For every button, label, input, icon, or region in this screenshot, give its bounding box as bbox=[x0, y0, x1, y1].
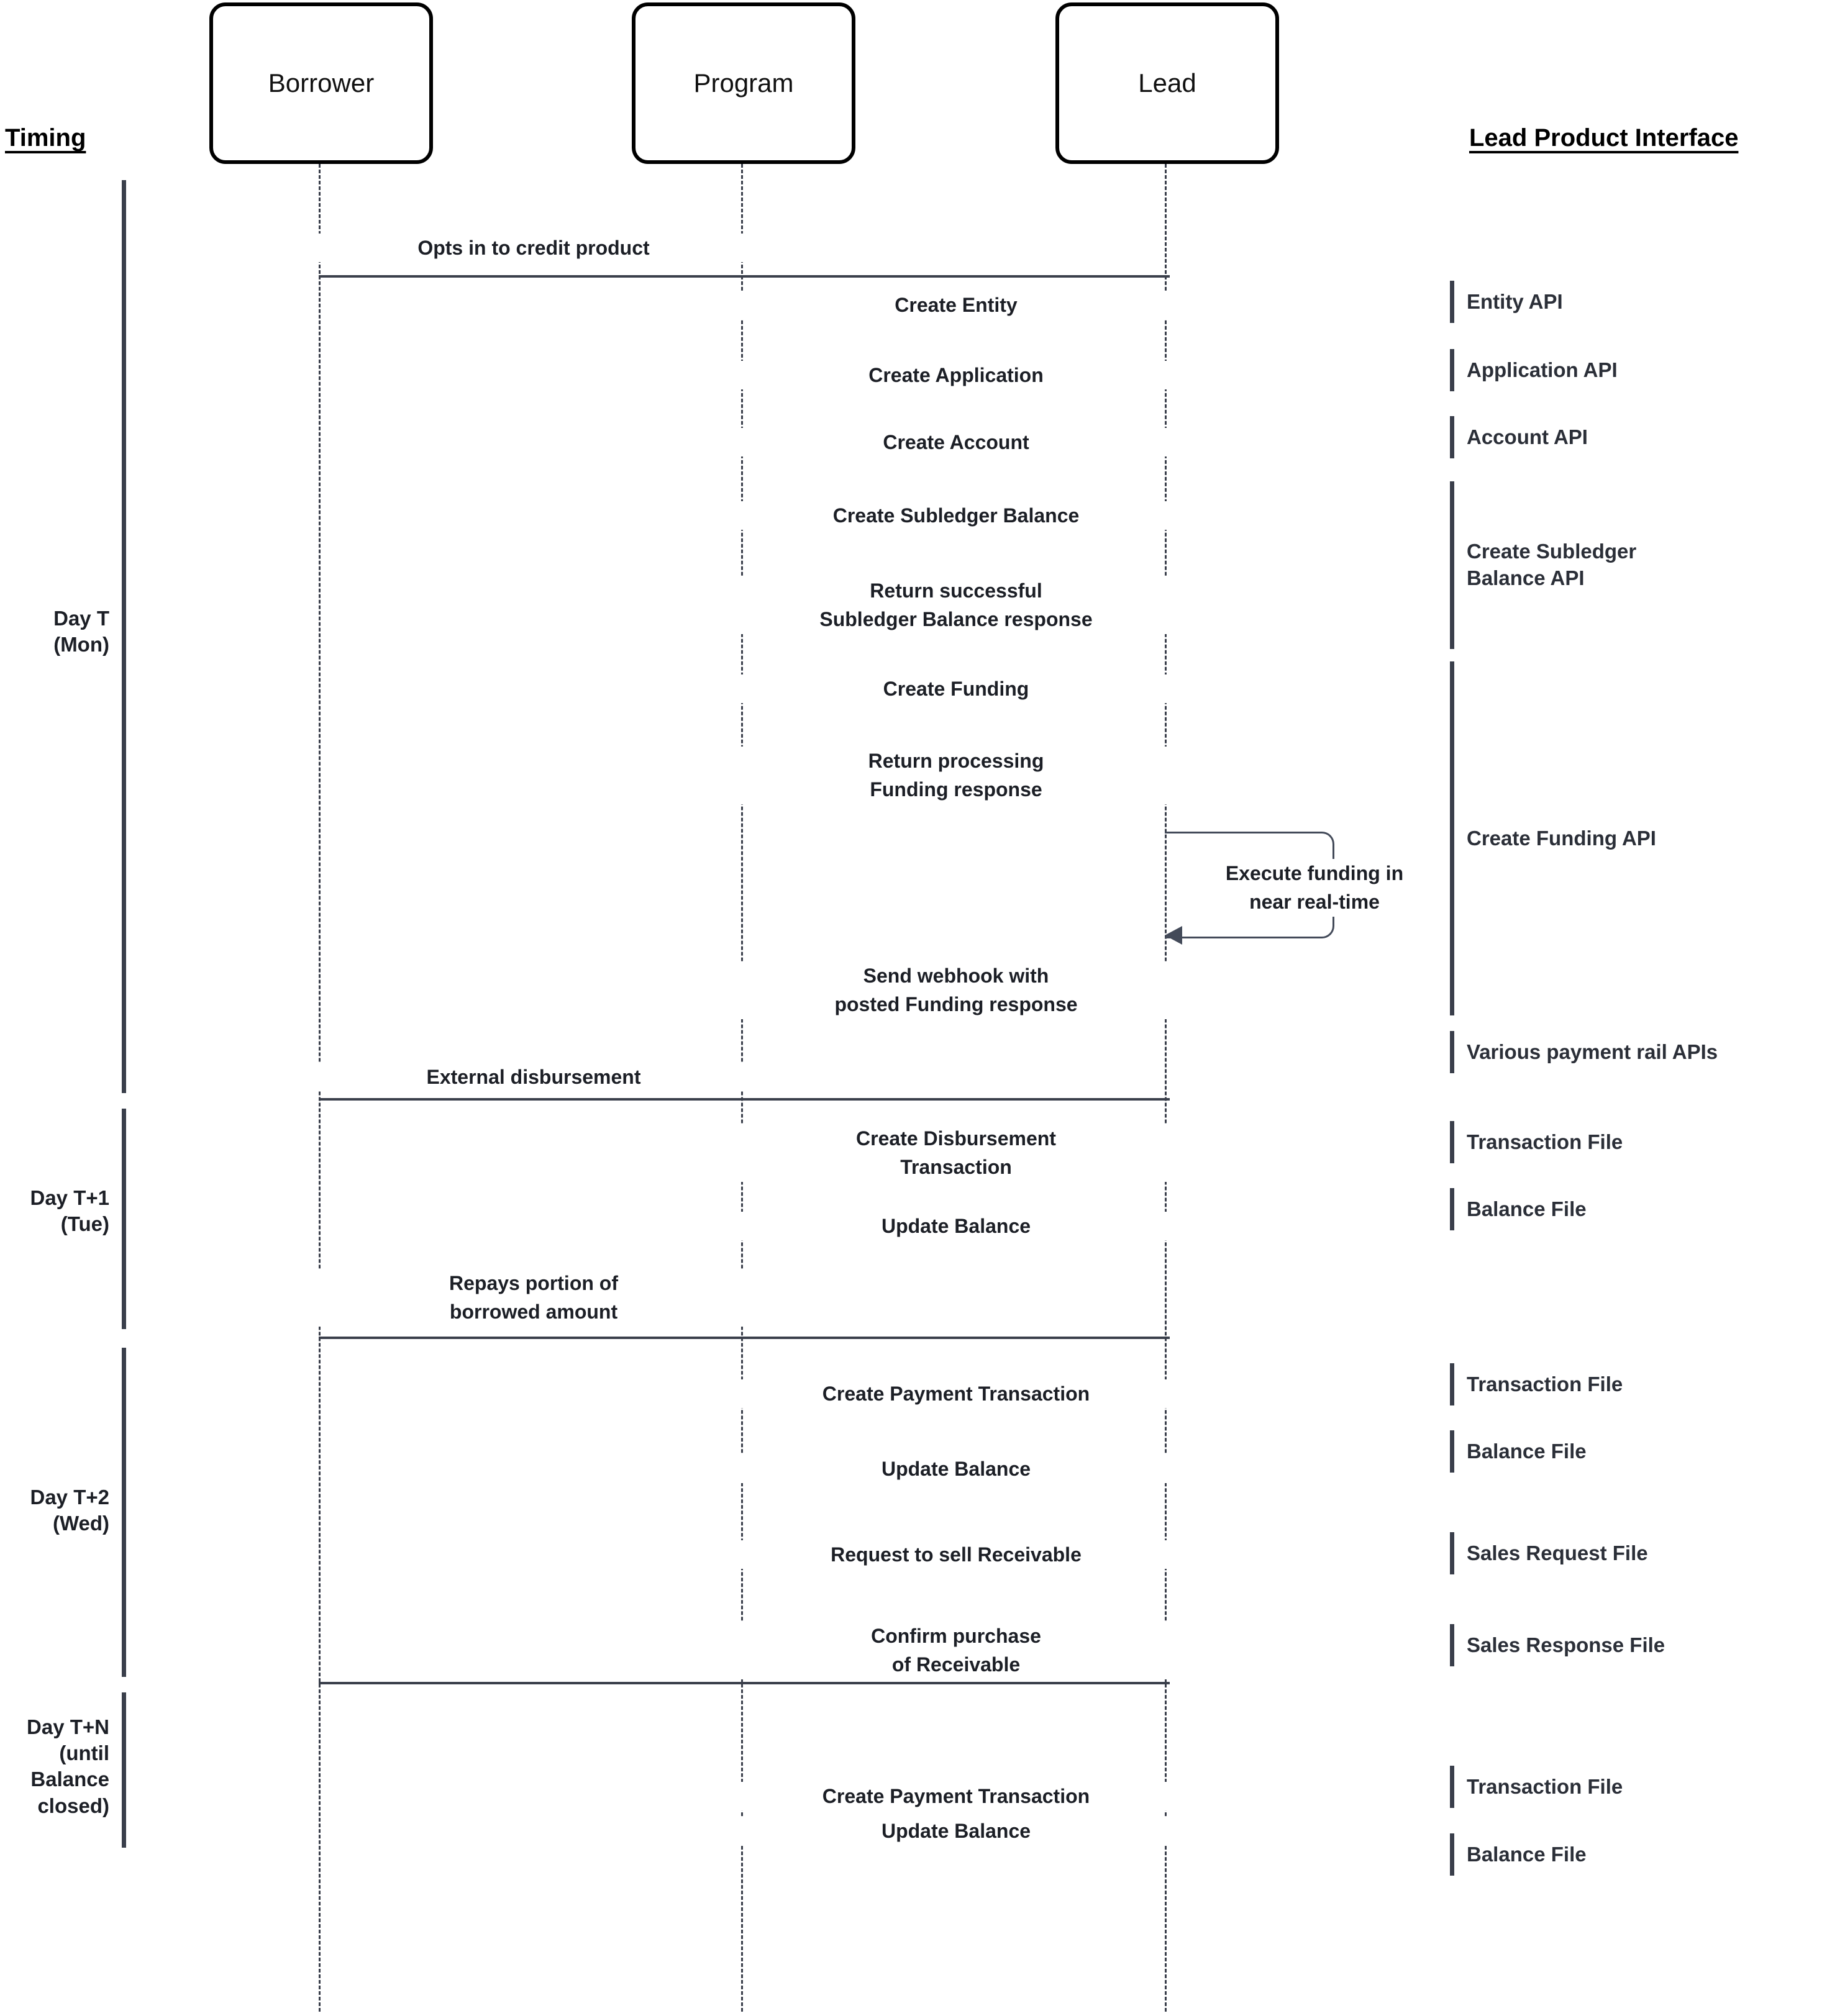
section-separator-3 bbox=[319, 1337, 1170, 1339]
interface-note-account-api: Account API bbox=[1450, 416, 1588, 458]
phase-bar-day-t2 bbox=[122, 1348, 126, 1677]
actor-box-borrower[interactable]: Borrower bbox=[209, 2, 433, 164]
actor-label-lead: Lead bbox=[1138, 68, 1196, 98]
interface-bar-icon bbox=[1450, 1188, 1454, 1230]
section-separator-1 bbox=[319, 275, 1170, 278]
interface-bar-icon bbox=[1450, 661, 1454, 1015]
interface-note-application-api: Application API bbox=[1450, 349, 1618, 391]
interface-note-create-funding-api: Create Funding API bbox=[1450, 661, 1656, 1015]
interface-note-transaction-file-2: Transaction File bbox=[1450, 1363, 1623, 1405]
interface-bar-icon bbox=[1450, 1031, 1454, 1073]
actor-box-lead[interactable]: Lead bbox=[1055, 2, 1279, 164]
timing-column-header: Timing bbox=[5, 124, 86, 152]
arrowhead-left-icon bbox=[1165, 926, 1182, 945]
interface-note-transaction-file-3: Transaction File bbox=[1450, 1766, 1623, 1808]
interface-bar-icon bbox=[1450, 1363, 1454, 1405]
interface-note-various-payment-rail-apis: Various payment rail APIs bbox=[1450, 1031, 1718, 1073]
interface-note-sales-response-file: Sales Response File bbox=[1450, 1624, 1665, 1666]
lead-product-interface-column-header: Lead Product Interface bbox=[1469, 124, 1739, 152]
interface-bar-icon bbox=[1450, 1766, 1454, 1808]
interface-bar-icon bbox=[1450, 416, 1454, 458]
interface-note-balance-file-3: Balance File bbox=[1450, 1833, 1587, 1876]
phase-bar-day-t bbox=[122, 180, 126, 1093]
phase-bar-day-t1 bbox=[122, 1109, 126, 1329]
interface-note-balance-file-2: Balance File bbox=[1450, 1430, 1587, 1473]
actor-box-program[interactable]: Program bbox=[632, 2, 855, 164]
phase-label-day-t: Day T (Mon) bbox=[53, 607, 109, 656]
actor-label-program: Program bbox=[693, 68, 794, 98]
interface-bar-icon bbox=[1450, 349, 1454, 391]
interface-note-sales-request-file: Sales Request File bbox=[1450, 1532, 1648, 1574]
interface-bar-icon bbox=[1450, 281, 1454, 323]
interface-bar-icon bbox=[1450, 1532, 1454, 1574]
phase-bar-day-tn bbox=[122, 1692, 126, 1848]
interface-bar-icon bbox=[1450, 1430, 1454, 1473]
phase-label-day-tn: Day T+N (until Balance closed) bbox=[27, 1715, 109, 1817]
phase-label-day-t1: Day T+1 (Tue) bbox=[30, 1186, 110, 1236]
interface-bar-icon bbox=[1450, 481, 1454, 649]
actor-label-borrower: Borrower bbox=[268, 68, 375, 98]
interface-bar-icon bbox=[1450, 1624, 1454, 1666]
interface-note-balance-file-1: Balance File bbox=[1450, 1188, 1587, 1230]
interface-note-entity-api: Entity API bbox=[1450, 281, 1563, 323]
section-separator-4 bbox=[319, 1682, 1170, 1684]
lifeline-lead bbox=[1165, 164, 1167, 2012]
interface-note-transaction-file-1: Transaction File bbox=[1450, 1121, 1623, 1163]
interface-note-create-subledger-balance-api: Create Subledger Balance API bbox=[1450, 481, 1636, 649]
section-separator-2 bbox=[319, 1098, 1170, 1101]
phase-label-day-t2: Day T+2 (Wed) bbox=[30, 1486, 110, 1535]
interface-bar-icon bbox=[1450, 1121, 1454, 1163]
interface-bar-icon bbox=[1450, 1833, 1454, 1876]
